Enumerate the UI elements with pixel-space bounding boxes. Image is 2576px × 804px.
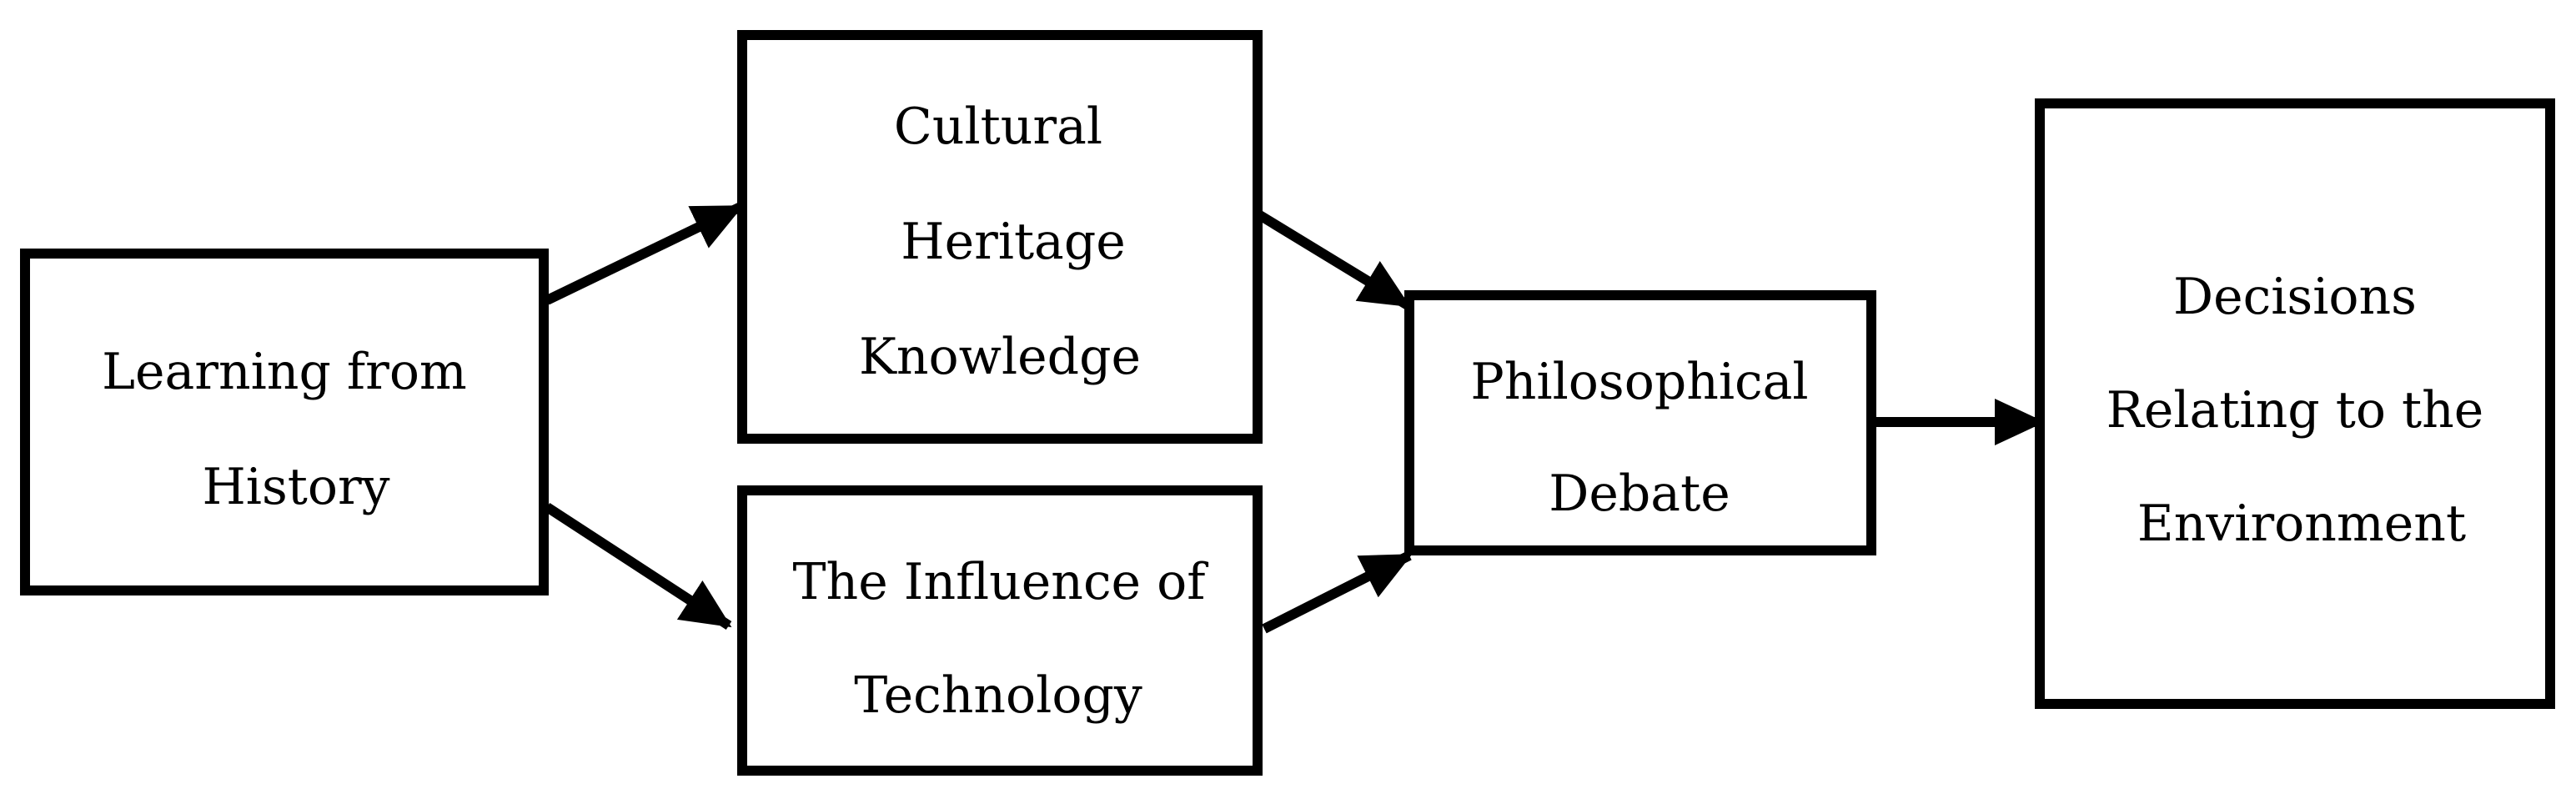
node-technology-line-1: The Influence of	[792, 553, 1206, 611]
node-decisions-line-2: Relating to the	[2106, 381, 2484, 440]
node-influence-of-technology	[737, 485, 1263, 776]
node-learning-line-1: Learning from	[102, 343, 467, 401]
arrow-learning-to-heritage	[545, 202, 744, 305]
node-heritage-line-2: Heritage	[901, 213, 1126, 271]
node-debate-line-1: Philosophical	[1470, 353, 1809, 411]
node-cultural-heritage-knowledge	[737, 30, 1263, 444]
arrow-technology-to-debate	[1262, 550, 1413, 634]
node-decisions-line-1: Decisions	[2173, 268, 2417, 326]
node-technology-line-2: Technology	[854, 666, 1142, 725]
node-philosophical-debate	[1404, 290, 1876, 555]
node-learning-from-history	[20, 249, 549, 595]
arrow-heritage-to-debate	[1251, 207, 1411, 310]
node-heritage-line-1: Cultural	[893, 98, 1103, 156]
node-learning-line-2: History	[202, 458, 390, 516]
node-decisions-line-3: Environment	[2137, 495, 2467, 553]
node-decisions-environment	[2035, 98, 2555, 709]
arrow-learning-to-technology	[544, 502, 732, 631]
node-heritage-line-3: Knowledge	[859, 328, 1141, 386]
node-debate-line-2: Debate	[1549, 465, 1730, 523]
